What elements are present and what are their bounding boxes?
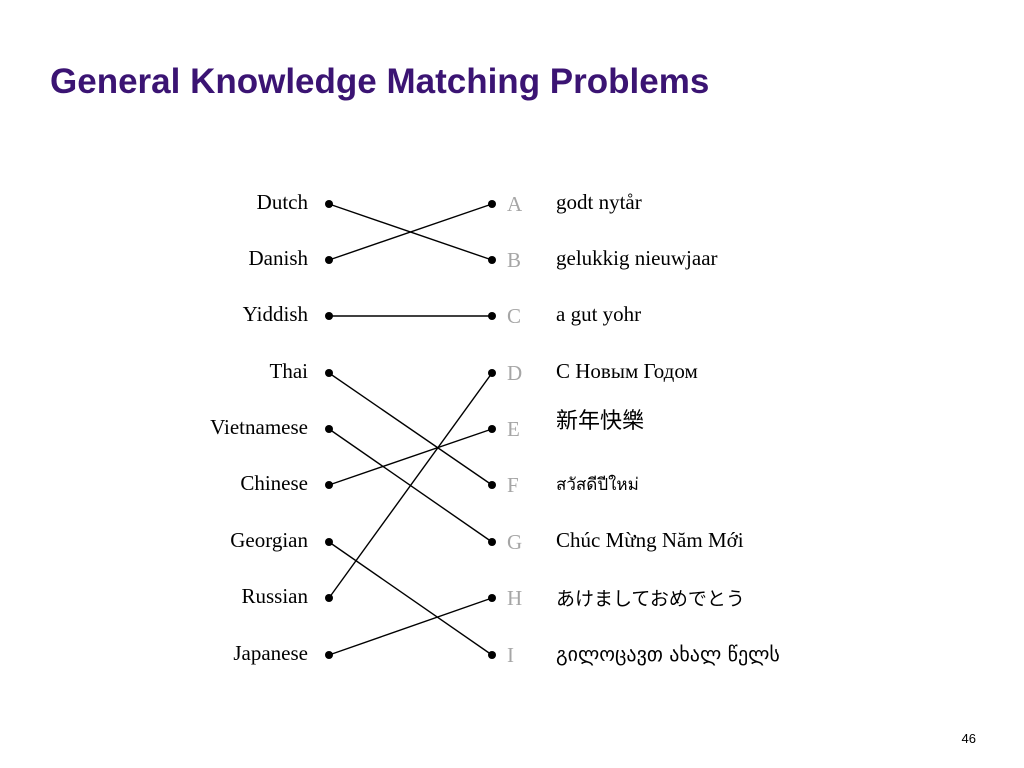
left-dot-georgian: [325, 538, 333, 546]
language-label: Yiddish: [242, 302, 308, 326]
left-dot-russian: [325, 594, 333, 602]
right-dot-g: [488, 538, 496, 546]
option-letter: I: [507, 643, 514, 667]
option-letter: C: [507, 304, 522, 328]
option-letter: E: [507, 417, 520, 441]
option-letter: A: [507, 192, 523, 216]
new-year-phrase: a gut yohr: [556, 302, 642, 326]
new-year-phrase: あけましておめでとう: [556, 588, 745, 610]
match-line-thai-f: [328, 372, 493, 486]
match-line-georgian-i: [328, 541, 493, 656]
language-label: Danish: [248, 246, 309, 270]
slide-title: General Knowledge Matching Problems: [50, 62, 710, 101]
new-year-phrase: 新年快樂: [556, 409, 645, 434]
page-number: 46: [961, 731, 976, 746]
language-label: Vietnamese: [210, 415, 308, 439]
right-dot-f: [488, 481, 496, 489]
language-label: Chinese: [240, 471, 308, 495]
language-label: Dutch: [256, 190, 308, 214]
right-dot-i: [488, 651, 496, 659]
right-dot-c: [488, 312, 496, 320]
option-letter: B: [507, 248, 522, 272]
match-line-chinese-e: [328, 428, 493, 486]
option-letter: D: [507, 361, 523, 385]
left-dot-chinese: [325, 481, 333, 489]
new-year-phrase: godt nytår: [556, 190, 642, 214]
left-dot-yiddish: [325, 312, 333, 320]
option-letter: F: [507, 473, 519, 497]
left-dot-danish: [325, 256, 333, 264]
new-year-phrase: gelukkig nieuwjaar: [556, 246, 718, 270]
language-label: Japanese: [233, 641, 308, 665]
match-line-japanese-h: [328, 597, 493, 656]
option-letter: H: [507, 586, 523, 610]
new-year-phrase: สวัสดีปีใหม่: [556, 475, 639, 495]
new-year-phrase: С Новым Годом: [556, 359, 698, 383]
left-dot-vietnamese: [325, 425, 333, 433]
left-dot-dutch: [325, 200, 333, 208]
language-label: Georgian: [230, 528, 308, 552]
right-dot-b: [488, 256, 496, 264]
match-line-danish-a: [328, 203, 493, 261]
right-dot-d: [488, 369, 496, 377]
right-dot-e: [488, 425, 496, 433]
new-year-phrase: გილოცავთ ახალ წელს: [556, 642, 780, 666]
right-dot-h: [488, 594, 496, 602]
left-dot-japanese: [325, 651, 333, 659]
option-letter: G: [507, 530, 523, 554]
left-dot-thai: [325, 369, 333, 377]
match-line-russian-d: [328, 372, 493, 599]
language-label: Russian: [241, 584, 308, 608]
language-label: Thai: [269, 359, 308, 383]
right-dot-a: [488, 200, 496, 208]
new-year-phrase: Chúc Mừng Năm Mới: [556, 528, 744, 552]
